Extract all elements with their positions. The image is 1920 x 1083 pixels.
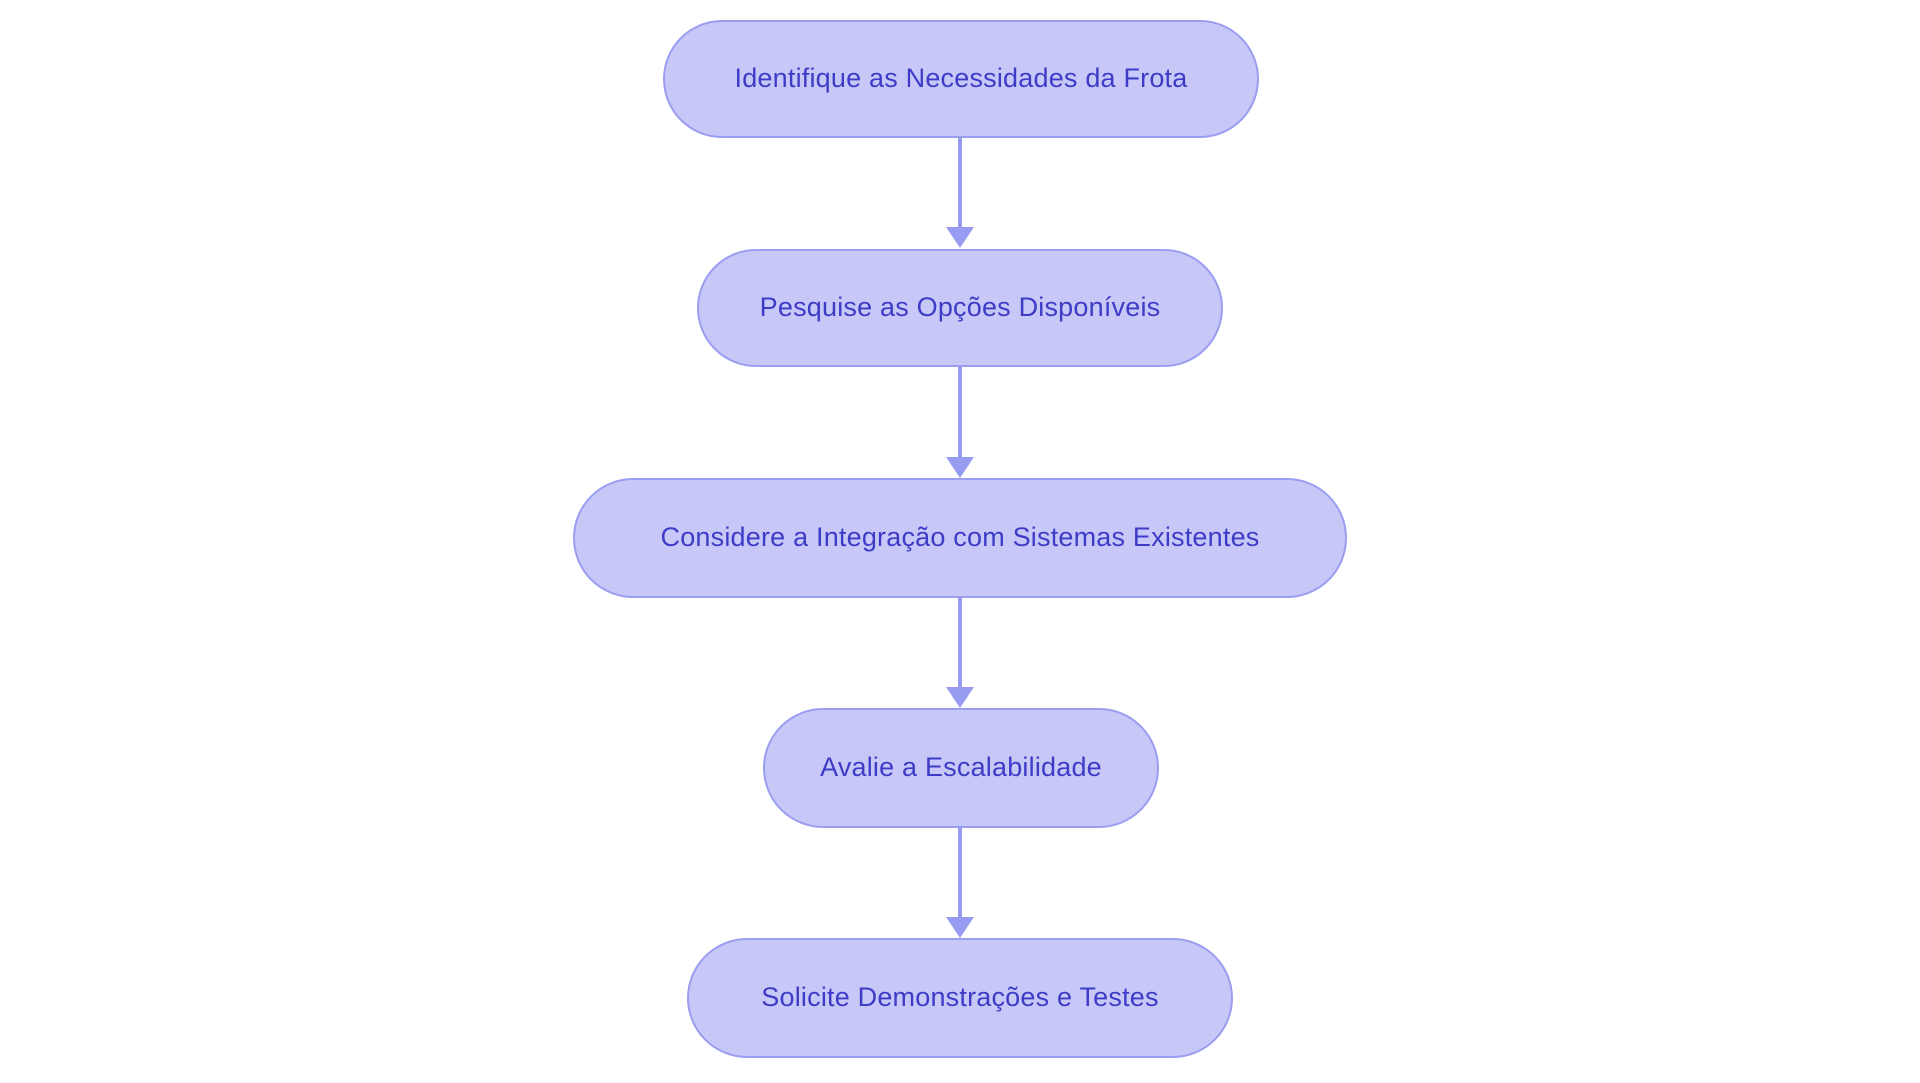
- flow-node-identify-fleet-needs: Identifique as Necessidades da Frota: [663, 20, 1259, 138]
- arrow-line: [958, 138, 962, 227]
- flow-node-request-demos-tests: Solicite Demonstrações e Testes: [687, 938, 1233, 1058]
- arrow-down-icon: [946, 917, 974, 938]
- flow-arrow-step4-step5: [946, 828, 974, 938]
- arrow-down-icon: [946, 227, 974, 248]
- flow-arrow-step3-step4: [946, 598, 974, 708]
- flow-arrow-step2-step3: [946, 367, 974, 478]
- arrow-line: [958, 828, 962, 917]
- arrow-line: [958, 367, 962, 457]
- flow-node-evaluate-scalability: Avalie a Escalabilidade: [763, 708, 1159, 828]
- flow-node-consider-integration: Considere a Integração com Sistemas Exis…: [573, 478, 1347, 598]
- arrow-down-icon: [946, 687, 974, 708]
- flow-arrow-step1-step2: [946, 138, 974, 248]
- arrow-line: [958, 598, 962, 687]
- arrow-down-icon: [946, 457, 974, 478]
- flow-node-research-options: Pesquise as Opções Disponíveis: [697, 249, 1223, 367]
